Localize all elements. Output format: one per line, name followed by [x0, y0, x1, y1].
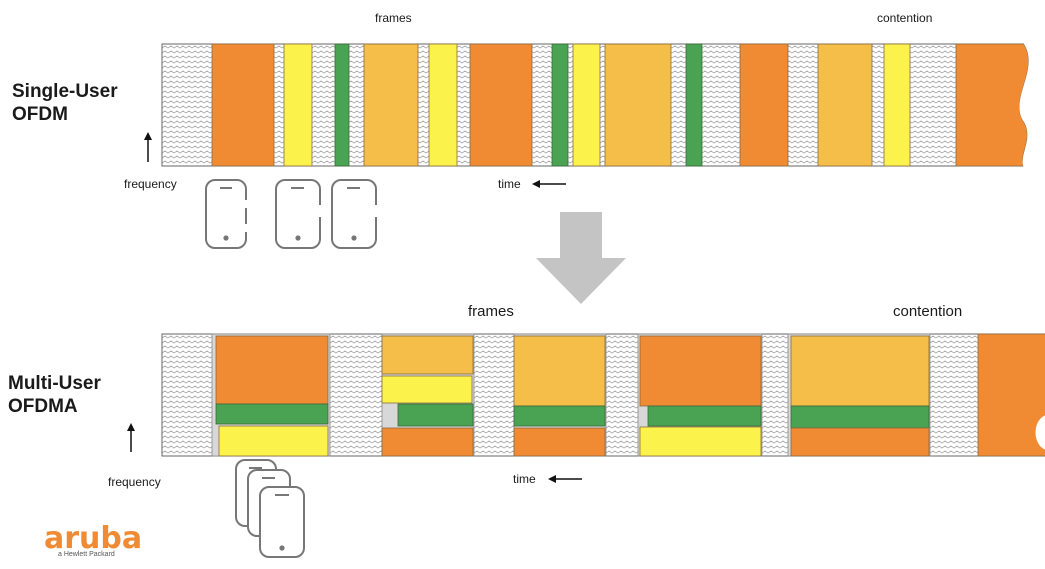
ru-block	[639, 335, 762, 407]
ru-block	[513, 335, 606, 407]
ru-block	[790, 427, 930, 457]
multi-user-timeline	[161, 333, 1045, 457]
ru-block	[381, 335, 474, 375]
frame-block	[685, 43, 703, 167]
aruba-subtitle: a Hewlett Packard	[58, 551, 115, 558]
frequency-axis-arrow	[127, 423, 135, 452]
time-label: time	[498, 177, 521, 191]
ru-block	[215, 335, 329, 405]
frame-block	[283, 43, 313, 167]
ru-block	[218, 425, 329, 457]
single-user-title: Single-User OFDM	[12, 80, 118, 126]
phone-icon	[205, 179, 247, 249]
frame-block	[211, 43, 275, 167]
aruba-logo: aruba a Hewlett Packard	[44, 521, 164, 559]
multi-user-title: Multi-User OFDMA	[8, 372, 101, 418]
phone-icon	[259, 486, 305, 558]
frame-block	[572, 43, 601, 167]
ru-block	[790, 335, 930, 407]
aruba-wordmark: aruba	[44, 521, 143, 556]
contention-label: contention	[877, 11, 933, 25]
frame-block	[469, 43, 533, 167]
ru-block	[397, 403, 474, 427]
frames-label: frames	[468, 303, 514, 320]
frequency-axis-arrow	[144, 132, 152, 162]
time-label: time	[513, 472, 536, 486]
ru-block	[639, 426, 762, 457]
frame-block	[883, 43, 911, 167]
ru-block	[381, 375, 473, 404]
multi-user-title-line2: OFDMA	[8, 396, 78, 417]
multi-user-title-line1: Multi-User	[8, 373, 101, 394]
frequency-label: frequency	[124, 177, 177, 191]
frame-block	[363, 43, 419, 167]
single-user-title-line2: OFDM	[12, 104, 68, 125]
frame-block-end	[955, 43, 1029, 167]
frame-block	[428, 43, 458, 167]
frequency-label: frequency	[108, 475, 161, 489]
ru-block	[215, 403, 329, 425]
ru-block	[513, 405, 606, 427]
frame-block	[817, 43, 873, 167]
ru-block	[647, 405, 762, 427]
frame-block-end	[977, 333, 1045, 457]
single-user-title-line1: Single-User	[12, 81, 118, 102]
ru-block	[381, 427, 474, 457]
phone-icon	[275, 179, 321, 249]
time-axis-arrow	[548, 475, 582, 483]
frame-block	[334, 43, 350, 167]
ru-block	[790, 405, 930, 429]
ru-block	[513, 427, 606, 457]
down-arrow-icon	[536, 212, 626, 304]
frame-block	[604, 43, 672, 167]
frame-block	[551, 43, 569, 167]
phone-icon	[331, 179, 377, 249]
contention-label: contention	[893, 303, 963, 320]
frames-label: frames	[375, 11, 412, 25]
time-axis-arrow	[532, 180, 566, 188]
single-user-timeline	[161, 42, 1045, 168]
frame-block	[739, 43, 789, 167]
